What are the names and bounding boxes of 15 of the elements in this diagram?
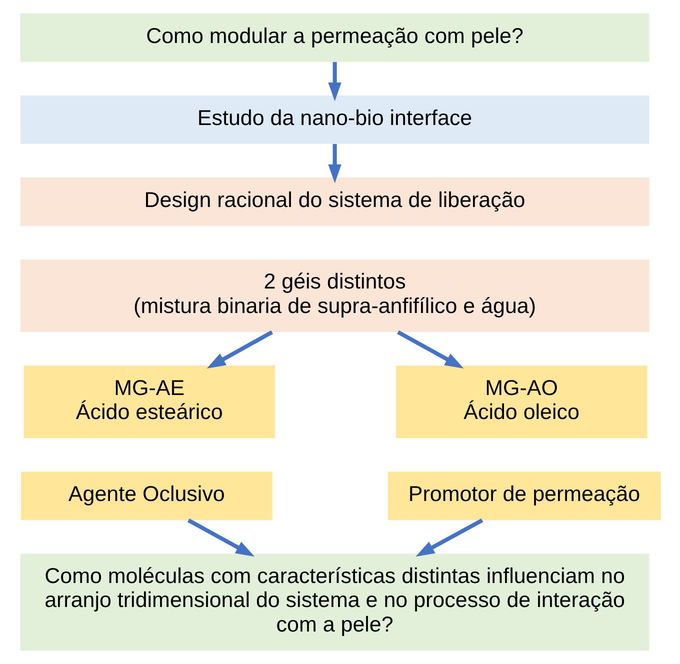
arrow (328, 62, 341, 102)
node-box: Agente Oclusivo (20, 472, 272, 520)
arrow (186, 518, 254, 557)
node-box: Promotor de permeação (387, 472, 660, 520)
node-box: Como moléculas com características distintas influenciam no arranjo tridimensional do sistema e no processo de interação com a pele? (20, 554, 649, 650)
node-box: MG-AO Ácido oleico (395, 366, 647, 438)
node-box: Estudo da nano-bio interface (20, 96, 649, 144)
node-box: Como modular a permeação com pele? (20, 14, 649, 62)
node-box: 2 géis distintos (mistura binaria de supra-anfifílico e água) (20, 259, 649, 332)
arrow (328, 144, 341, 184)
node-box: Design racional do sistema de liberação (20, 177, 649, 226)
node-box: MG-AE Ácido esteárico (23, 366, 274, 438)
arrow (396, 330, 464, 368)
arrow (206, 330, 272, 368)
arrow (415, 518, 483, 557)
